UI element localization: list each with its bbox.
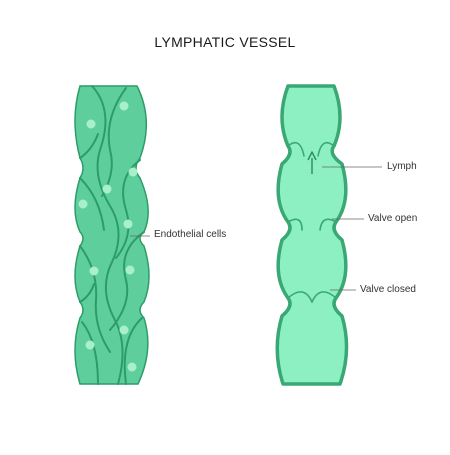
valve-vessel [275, 84, 382, 386]
cell-border [79, 283, 95, 303]
cell-border [101, 87, 127, 197]
cell-border [123, 317, 143, 385]
cell-border [79, 133, 99, 159]
flow-arrow-icon [307, 151, 317, 174]
cell-border [91, 85, 124, 385]
valve-closed-label: Valve closed [360, 284, 416, 295]
endothelial-vessel [74, 85, 150, 385]
nucleus-dot [89, 266, 99, 276]
vessel-outline [74, 85, 150, 385]
valve-flap-closed-left [287, 291, 313, 303]
cell-border [79, 245, 111, 353]
cell-border [81, 321, 99, 385]
nucleus-dot [119, 101, 129, 111]
vessel-body [275, 84, 349, 386]
nucleus-dot [86, 119, 96, 129]
nucleus-dot [128, 167, 138, 177]
valve-flaps [287, 141, 337, 303]
lymph-label: Lymph [387, 161, 417, 172]
valve-open-label: Valve open [368, 213, 418, 224]
valve-flap-open-left [287, 218, 303, 231]
nuclei [78, 101, 138, 372]
nucleus-dot [102, 184, 112, 194]
valve-flap-closed-right [311, 291, 337, 303]
nucleus-dot [127, 362, 137, 372]
nucleus-dot [123, 219, 133, 229]
nucleus-dot [125, 265, 135, 275]
valve-flap-upper-left [287, 141, 305, 157]
cell-border [79, 177, 105, 231]
valve-flap-open-right [319, 218, 337, 231]
nucleus-dot [119, 325, 129, 335]
nucleus-dot [78, 199, 88, 209]
vessel-outer-silhouette [75, 86, 149, 384]
nucleus-dot [85, 340, 95, 350]
valve-flap-upper-right [317, 141, 335, 157]
endothelial-cells-label: Endothelial cells [154, 229, 227, 240]
diagram-title: LYMPHATIC VESSEL [154, 34, 296, 50]
cell-border [109, 231, 145, 331]
